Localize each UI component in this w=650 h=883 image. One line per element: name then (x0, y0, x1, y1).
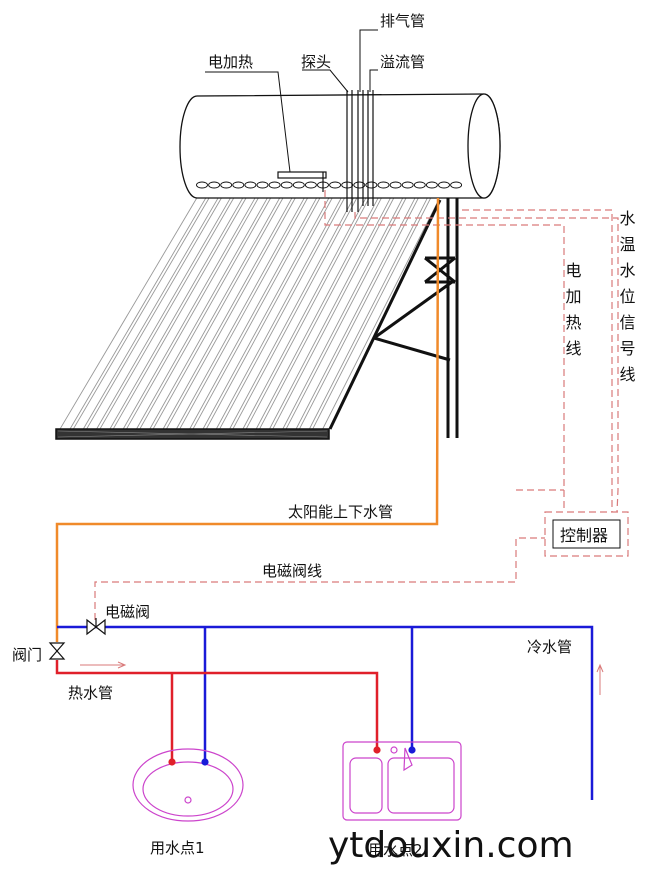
leader-lines (205, 29, 378, 173)
label-controller: 控制器 (560, 526, 608, 545)
label-solenoid-wire: 电磁阀线 (262, 562, 322, 580)
tube-sockets (196, 181, 463, 189)
cold-water-pipe (57, 625, 594, 800)
tube-socket (353, 181, 366, 189)
controller-box (544, 511, 629, 557)
label-overflow-pipe: 溢流管 (380, 53, 425, 71)
tube-socket (220, 181, 233, 189)
tube-socket (244, 181, 257, 189)
support-frame (328, 198, 459, 438)
label-point-1: 用水点1 (150, 839, 205, 857)
tube-socket (413, 181, 426, 189)
label-vent-pipe: 排气管 (380, 12, 425, 30)
label-hot-pipe: 热水管 (68, 684, 113, 702)
tube-socket (450, 181, 463, 189)
cold-flow-arrow (596, 663, 604, 695)
valve-icon (48, 642, 66, 660)
watermark: ytdouxin.com (328, 825, 574, 866)
collector-panel (59, 195, 442, 430)
collector-base-hatch (57, 430, 328, 438)
label-solenoid-valve: 电磁阀 (105, 603, 150, 621)
kitchen-sink (342, 741, 462, 821)
water-tank (179, 93, 501, 199)
signal-wires (94, 190, 619, 622)
tube-socket (268, 181, 281, 189)
label-electric-heating-line: 电加热线 (563, 262, 582, 366)
label-temp-level-signal-line: 水温水位信号线 (617, 210, 636, 392)
tube-socket (401, 181, 414, 189)
tube-socket (196, 181, 208, 189)
label-probe: 探头 (301, 53, 331, 71)
tube-socket (304, 181, 317, 189)
label-solar-pipe: 太阳能上下水管 (288, 503, 393, 521)
tube-socket (232, 181, 245, 189)
tube-socket (329, 181, 342, 189)
solenoid-valve-icon (86, 618, 106, 636)
tube-socket (425, 181, 438, 189)
hot-water-pipe (55, 660, 379, 760)
label-electric-heater: 电加热 (208, 53, 253, 71)
tube-socket (280, 181, 293, 189)
tube-socket (438, 181, 450, 189)
tube-socket (365, 181, 378, 189)
tube-socket (389, 181, 402, 189)
tube-socket (377, 181, 390, 189)
label-point-2: 用水点2 (368, 841, 423, 859)
tube-socket (208, 181, 221, 189)
label-valve: 阀门 (12, 646, 42, 664)
solar-pipe (55, 197, 440, 642)
heater-element (277, 171, 327, 192)
tube-socket (256, 181, 269, 189)
label-cold-pipe: 冷水管 (527, 638, 572, 656)
hot-flow-arrow (80, 661, 127, 669)
tube-socket (292, 181, 305, 189)
tank-pipes (346, 90, 374, 212)
wash-basin (132, 748, 244, 822)
